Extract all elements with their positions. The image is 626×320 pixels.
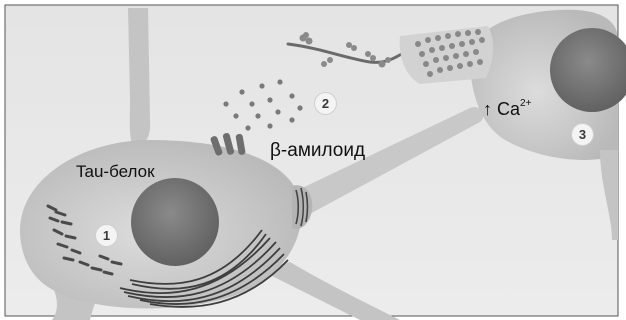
marker-3: 3 bbox=[572, 124, 593, 145]
left-top-dendrite bbox=[128, 8, 150, 150]
marker-1: 1 bbox=[96, 225, 117, 246]
increase-arrow: ↑ bbox=[483, 99, 492, 119]
calcium-charge: 2+ bbox=[520, 98, 531, 109]
calcium-symbol: Ca bbox=[497, 99, 520, 119]
calcium-label: ↑ Ca2+ bbox=[483, 99, 531, 120]
left-nucleus bbox=[131, 178, 219, 266]
marker-2: 2 bbox=[315, 93, 336, 114]
tau-protein-label: Tau-белок bbox=[76, 162, 155, 182]
beta-amyloid-label: β-амилоид bbox=[270, 140, 365, 162]
